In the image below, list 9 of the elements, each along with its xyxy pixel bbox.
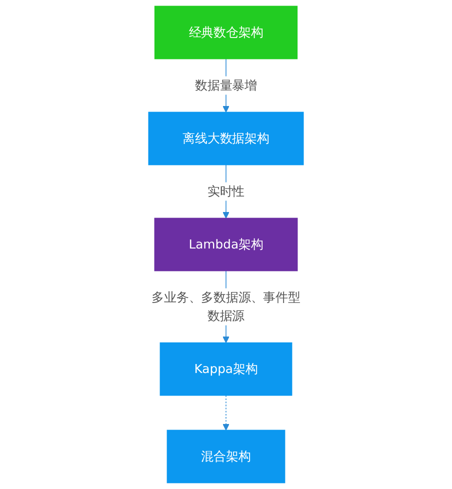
edge-label: 多业务、多数据源、事件型数据源	[152, 290, 300, 324]
edge-label: 数据量暴增	[195, 78, 257, 92]
node-box: 经典数仓架构	[154, 6, 298, 60]
node-box: Kappa架构	[160, 342, 292, 396]
edge-label: 实时性	[207, 184, 245, 198]
node-box: Lambda架构	[154, 218, 298, 272]
arrow	[222, 395, 230, 430]
node-box: 混合架构	[166, 430, 286, 484]
node-box: 离线大数据架构	[148, 112, 304, 166]
